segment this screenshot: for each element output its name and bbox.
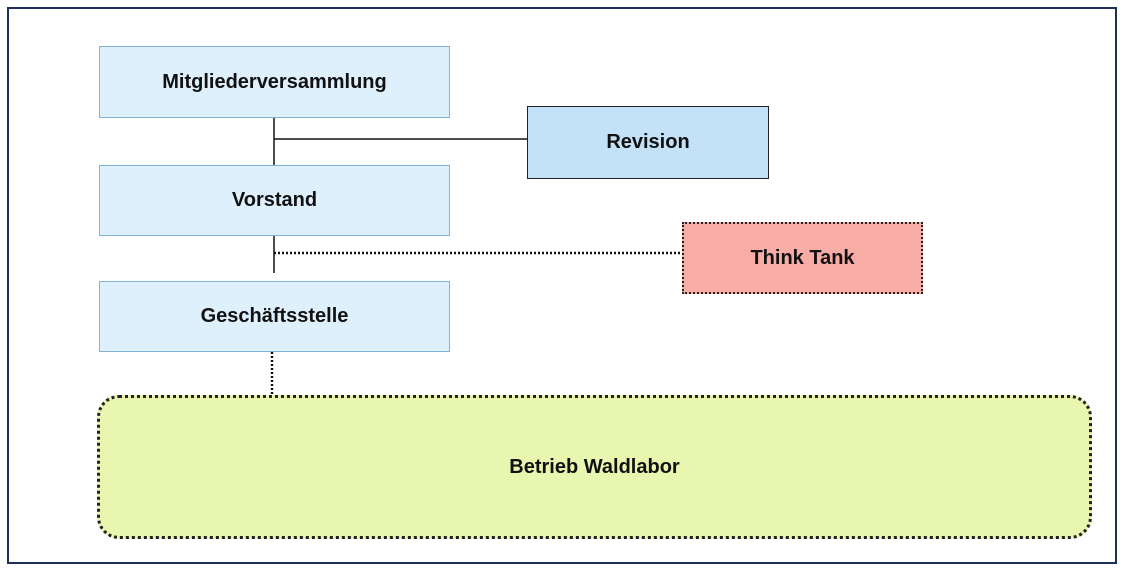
- node-geschaeftsstelle: Geschäftsstelle: [99, 281, 450, 352]
- node-label: Vorstand: [231, 189, 318, 211]
- node-label: Geschäftsstelle: [200, 305, 349, 327]
- node-betrieb-waldlabor: Betrieb Waldlabor: [97, 395, 1092, 539]
- node-mitgliederversammlung: Mitgliederversammlung: [99, 46, 450, 118]
- node-label: Betrieb Waldlabor: [509, 455, 680, 478]
- node-think-tank: Think Tank: [682, 222, 923, 294]
- node-label: Mitgliederversammlung: [162, 70, 387, 93]
- node-label: Think Tank: [750, 246, 855, 269]
- node-revision: Revision: [527, 106, 769, 179]
- node-vorstand: Vorstand: [99, 165, 450, 236]
- node-label: Revision: [606, 131, 690, 153]
